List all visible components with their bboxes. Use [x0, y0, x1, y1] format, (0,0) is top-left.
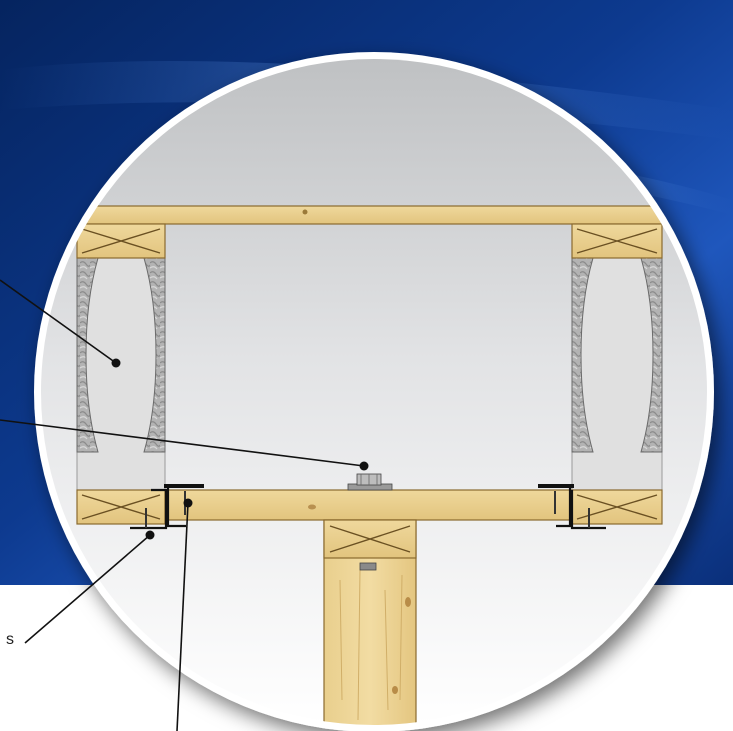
bottom-plate [164, 489, 576, 521]
leader-line-bracket-center [176, 502, 189, 731]
circle-background [41, 59, 707, 725]
x-blocking-icon [571, 223, 663, 259]
bolt-icon [347, 473, 393, 491]
left-wall [76, 223, 166, 525]
right-wall [571, 223, 663, 525]
bolt-icon [359, 562, 377, 571]
x-blocking-icon [571, 489, 663, 525]
leader-lines [0, 279, 369, 731]
framing-assembly [54, 205, 696, 725]
leader-dot-icon [111, 358, 121, 368]
leader-dot-icon [183, 498, 193, 508]
bracket-icon [538, 484, 606, 530]
leader-dot-icon [359, 461, 369, 471]
callout-text-fragment: s [6, 631, 14, 648]
wood-knot [392, 686, 398, 694]
x-blocking-icon [323, 519, 417, 559]
leader-dot-icon [145, 530, 155, 540]
wood-knot [308, 504, 316, 510]
top-plate [54, 205, 696, 225]
leader-line-bracket-left [24, 534, 151, 644]
wood-knot [302, 209, 308, 215]
leader-line-bolt [0, 419, 365, 467]
x-blocking-icon [76, 223, 166, 259]
wood-knot [405, 597, 411, 607]
leader-line-insulation [0, 279, 117, 364]
x-blocking-icon [76, 489, 166, 525]
